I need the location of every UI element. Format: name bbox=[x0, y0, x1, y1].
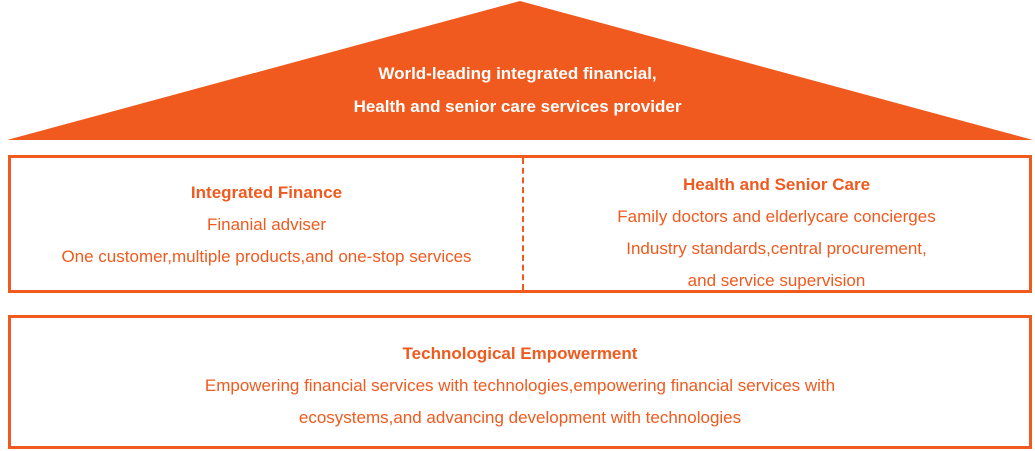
health-senior-care-line-1: Family doctors and elderlycare concierge… bbox=[617, 207, 936, 226]
integrated-finance-title: Integrated Finance bbox=[190, 183, 343, 202]
health-senior-care-pillar: Health and Senior Care Family doctors an… bbox=[524, 158, 1029, 290]
technological-empowerment-line-2: ecosystems,and advancing development wit… bbox=[298, 408, 742, 427]
technological-empowerment-foundation: Technological Empowerment Empowering fin… bbox=[8, 315, 1032, 449]
health-senior-care-title: Health and Senior Care bbox=[682, 175, 871, 194]
pillars-box: Integrated Finance Finanial adviser One … bbox=[8, 155, 1032, 293]
technological-empowerment-line-1: Empowering financial services with techn… bbox=[204, 376, 836, 395]
roof-line-1: World-leading integrated financial, bbox=[378, 64, 657, 83]
integrated-finance-line-1: Finanial adviser bbox=[206, 215, 327, 234]
integrated-finance-pillar: Integrated Finance Finanial adviser One … bbox=[11, 158, 522, 290]
pillar-divider bbox=[522, 158, 524, 290]
technological-empowerment-title: Technological Empowerment bbox=[402, 344, 638, 363]
roof-shape bbox=[7, 1, 1033, 140]
health-senior-care-line-3: and service supervision bbox=[687, 271, 866, 290]
roof-triangle bbox=[7, 1, 1033, 140]
integrated-finance-line-2: One customer,multiple products,and one-s… bbox=[61, 247, 472, 266]
roof-line-2: Health and senior care services provider bbox=[353, 97, 682, 116]
health-senior-care-line-2: Industry standards,central procurement, bbox=[626, 239, 927, 258]
